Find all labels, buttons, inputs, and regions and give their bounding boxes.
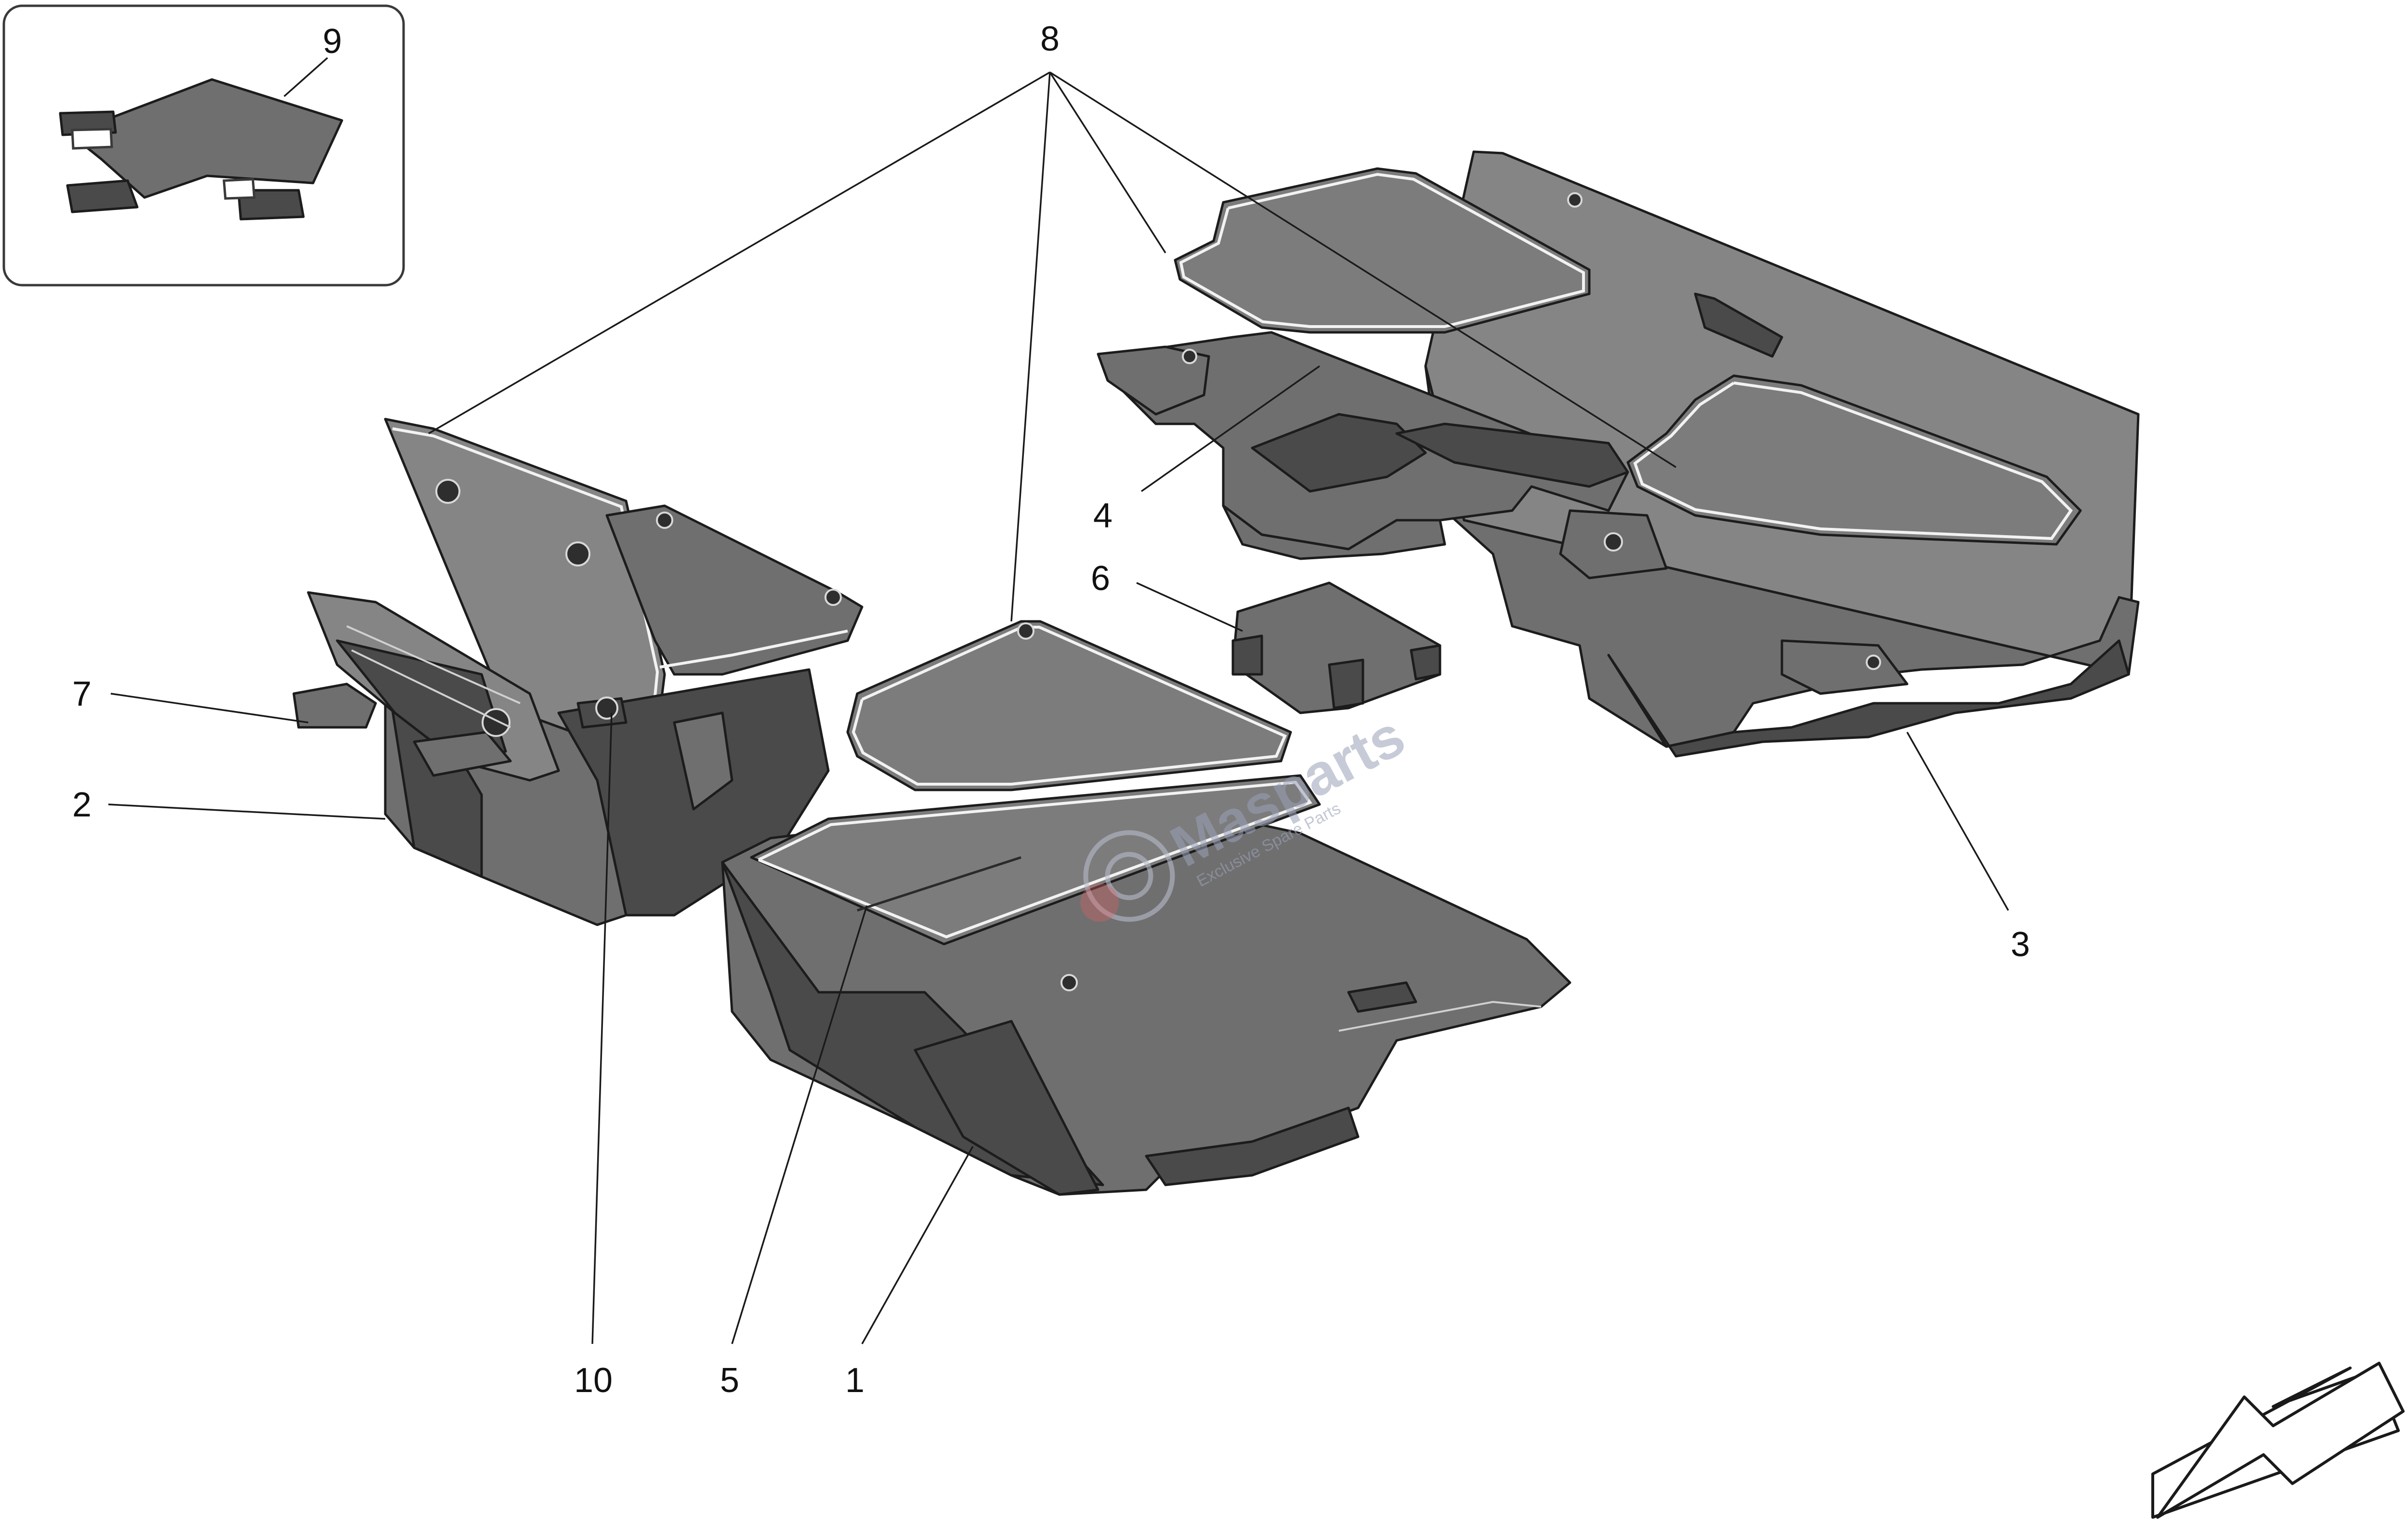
part-3-rear-floor [1424,150,2140,758]
part-4-tunnel [1097,167,1629,560]
part-10-screw [576,697,628,729]
callout-3: 3 [2011,925,2030,964]
callout-10: 10 [574,1361,613,1400]
callout-5: 5 [720,1361,739,1400]
leader-lines [108,57,2009,1344]
callout-8: 8 [1040,20,1060,58]
callout-labels: 8 9 4 6 7 2 3 10 5 1 [72,20,2030,1400]
part-1-front-floor [721,620,1571,1196]
callout-6: 6 [1091,559,1110,598]
inset-detail-box [2,4,405,287]
part-6-bracket [1231,581,1441,714]
callout-4: 4 [1093,497,1112,535]
part-3-mat [1626,374,2082,546]
part-4-mat [1174,167,1591,334]
part-7-latch-mechanism [292,591,560,782]
callout-7: 7 [72,675,92,713]
callout-9: 9 [323,22,342,61]
callout-2: 2 [72,786,92,824]
inset-tab-left-bottom [66,179,139,213]
part-8-front-mat [846,620,1292,791]
arrow-down-left-icon [2151,1362,2405,1519]
callout-1: 1 [845,1361,864,1400]
